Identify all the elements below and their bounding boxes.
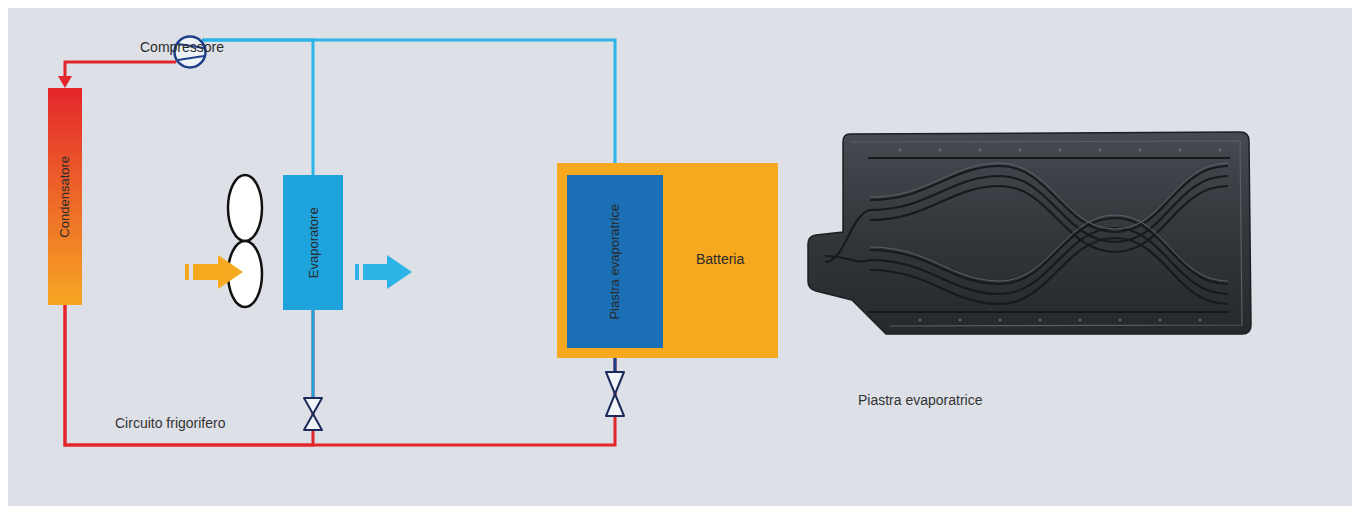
box-label: Piastra evaporatrice [607, 204, 623, 320]
refrigerant-line [58, 62, 176, 88]
box-label: Evaporatore [305, 207, 321, 278]
label-holder: Piastra evaporatrice [858, 391, 983, 409]
photo-caption: Piastra evaporatrice [858, 392, 983, 408]
pipe-path [65, 305, 313, 445]
evaporator-plate-box: Piastra evaporatrice [567, 175, 663, 348]
plate-outline [808, 132, 1251, 334]
refrigerant-line [65, 305, 313, 445]
pipe-path [202, 40, 313, 175]
plate-channels [825, 158, 1230, 312]
fan-symbol [228, 175, 262, 307]
arrow-head [58, 76, 72, 88]
pipe-path [65, 305, 615, 445]
arrow-dash [355, 264, 359, 280]
air-in-arrow [185, 255, 243, 289]
compressor-symbol: Compressore [173, 35, 207, 69]
plate-dots [899, 149, 1222, 322]
arrow-dash [185, 264, 189, 280]
refrigerant-line [202, 40, 313, 175]
refrigerant-line [65, 305, 615, 445]
component-label: Compressore [140, 39, 224, 56]
arrow-body [363, 264, 387, 280]
compressor-mark [178, 56, 204, 60]
plate-rim [852, 141, 1242, 326]
battery-box: Batteria Piastra evaporatrice [557, 163, 778, 358]
arrow-head [218, 255, 243, 289]
condenser-box: Condensatore [48, 88, 82, 305]
evaporator-box: Evaporatore [283, 175, 343, 310]
cold-line-stub [312, 310, 315, 398]
expansion-valve [606, 372, 624, 416]
arrow-body [193, 264, 218, 280]
fan-blade [228, 175, 262, 241]
pipe-path [65, 62, 176, 76]
box-label: Condensatore [57, 156, 73, 238]
air-out-arrow [355, 255, 412, 289]
evaporator-plate-photo [808, 132, 1251, 334]
box-label: Batteria [696, 251, 744, 268]
plate-highlights [870, 163, 1228, 281]
label-holder: Circuito frigorifero [115, 414, 225, 432]
cold-line-stub [614, 358, 617, 372]
refrigerant-line [202, 40, 615, 175]
arrow-head [387, 255, 412, 289]
circuit-label: Circuito frigorifero [115, 415, 225, 431]
pipe-path [202, 40, 615, 175]
expansion-valve [304, 398, 322, 430]
